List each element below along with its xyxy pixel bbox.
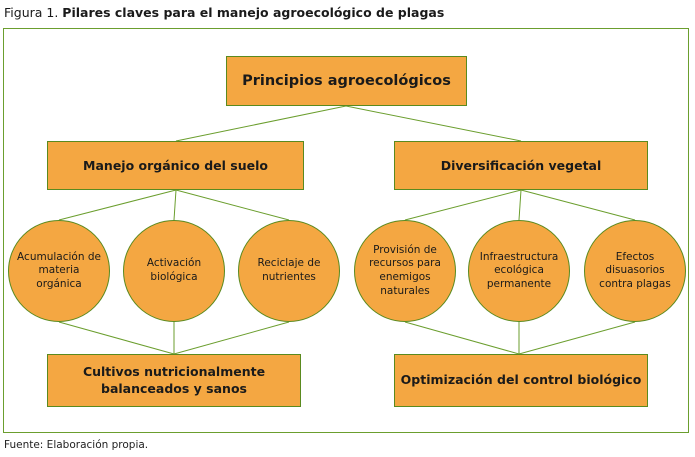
- right-result-box: Optimización del control biológico: [394, 354, 648, 407]
- connector-right-c3: [520, 189, 636, 221]
- connector-root-left: [175, 105, 347, 142]
- right-circle-2-label: Infraestructura ecológica permanente: [479, 250, 559, 290]
- left-circle-2-label: Activación biológica: [146, 257, 202, 283]
- left-result-box: Cultivos nutricionalmente balanceados y …: [47, 354, 301, 407]
- left-result-label: Cultivos nutricionalmente balanceados y …: [82, 364, 266, 396]
- right-circle-3: Efectos disuasorios contra plagas: [584, 220, 686, 322]
- right-circle-1: Provisión de recursos para enemigos natu…: [354, 220, 456, 322]
- connector-left-r1: [58, 321, 175, 355]
- left-circle-1: Acumulación de materia orgánica: [8, 220, 110, 322]
- left-circle-2: Activación biológica: [123, 220, 225, 322]
- connector-right-r3: [518, 321, 636, 355]
- right-circle-1-label: Provisión de recursos para enemigos natu…: [369, 243, 441, 297]
- connector-left-c2: [173, 189, 177, 221]
- connector-right-r1: [404, 321, 520, 355]
- root-box: Principios agroecológicos: [226, 56, 467, 106]
- left-title-label: Manejo orgánico del suelo: [83, 158, 268, 173]
- right-title-box: Diversificación vegetal: [394, 141, 648, 190]
- figure-caption: Figura 1. Pilares claves para el manejo …: [4, 5, 444, 20]
- connector-left-c1: [58, 189, 177, 221]
- connector-root-right: [345, 105, 522, 142]
- left-circle-3: Reciclaje de nutrientes: [238, 220, 340, 322]
- right-circle-3-label: Efectos disuasorios contra plagas: [599, 250, 671, 290]
- root-label: Principios agroecológicos: [242, 73, 451, 89]
- right-circle-2: Infraestructura ecológica permanente: [468, 220, 570, 322]
- figure-caption-prefix: Figura 1.: [4, 5, 63, 20]
- connector-left-r3: [173, 321, 290, 355]
- left-title-box: Manejo orgánico del suelo: [47, 141, 304, 190]
- left-circle-1-label: Acumulación de materia orgánica: [17, 250, 101, 290]
- diagram-frame: [3, 28, 689, 433]
- connector-left-c3: [175, 189, 290, 221]
- right-title-label: Diversificación vegetal: [440, 158, 602, 173]
- right-result-label: Optimización del control biológico: [400, 372, 642, 388]
- connector-right-c1: [404, 189, 522, 221]
- connector-right-c2: [518, 189, 522, 221]
- figure-caption-title: Pilares claves para el manejo agroecológ…: [62, 5, 445, 20]
- source-note: Fuente: Elaboración propia.: [4, 439, 149, 451]
- left-circle-3-label: Reciclaje de nutrientes: [257, 257, 321, 283]
